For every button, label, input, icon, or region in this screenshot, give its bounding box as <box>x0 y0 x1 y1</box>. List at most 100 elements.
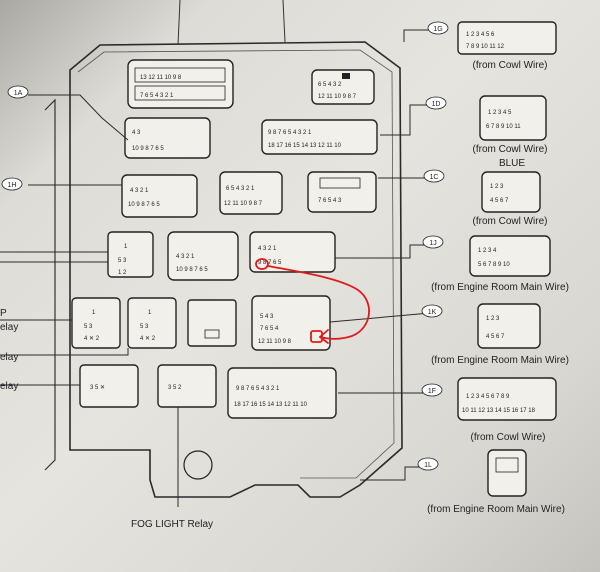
svg-text:1L: 1L <box>424 462 432 469</box>
svg-text:9 8 7 6 5: 9 8 7 6 5 <box>258 260 282 266</box>
svg-text:18 17 16 15 14 13 12 11 10: 18 17 16 15 14 13 12 11 10 <box>268 143 342 149</box>
caption-1l: (from Engine Room Main Wire) <box>427 504 565 515</box>
svg-text:5 3: 5 3 <box>140 324 149 330</box>
connector-center-row3: 6 5 4 3 2 1 12 11 10 9 8 7 <box>219 171 283 215</box>
svg-text:10 9 8 7 6 5: 10 9 8 7 6 5 <box>128 202 160 208</box>
svg-text:1D: 1D <box>432 101 441 108</box>
svg-text:1F: 1F <box>428 388 436 395</box>
svg-text:10 9 8 7 6 5: 10 9 8 7 6 5 <box>132 146 164 152</box>
svg-text:5 3: 5 3 <box>118 258 127 264</box>
badge-1c: 1C <box>423 169 445 183</box>
svg-text:9 8 7 6 5 4 3 2 1: 9 8 7 6 5 4 3 2 1 <box>268 130 312 136</box>
badge-1f: 1F <box>421 383 443 397</box>
svg-text:10 11 12 13 14 15 16 17 18: 10 11 12 13 14 15 16 17 18 <box>462 408 536 414</box>
badge-1h: 1H <box>1 177 23 191</box>
svg-text:7 6 5 4 3: 7 6 5 4 3 <box>318 198 342 204</box>
svg-text:9 8 7 6 5 4 3 2 1: 9 8 7 6 5 4 3 2 1 <box>236 386 280 392</box>
svg-text:3 5 ✕: 3 5 ✕ <box>90 385 105 391</box>
svg-text:1 2 3 4 5 6: 1 2 3 4 5 6 <box>466 32 495 38</box>
svg-text:4 3 2 1: 4 3 2 1 <box>258 246 277 252</box>
connector-1l-plug <box>487 449 527 497</box>
svg-text:12 11 10 9 8 7: 12 11 10 9 8 7 <box>318 94 357 100</box>
relay-socket-left-mid-a: 1 5 3 4 ✕ 2 <box>71 297 121 349</box>
svg-text:1 2 3 4: 1 2 3 4 <box>478 248 497 254</box>
junction-block-outline <box>69 41 403 498</box>
svg-text:12 11 10 9 8: 12 11 10 9 8 <box>258 339 292 345</box>
badge-1a: 1A <box>7 85 29 99</box>
svg-text:4 3 2 1: 4 3 2 1 <box>176 254 195 260</box>
svg-text:1 2 3 4 5 6 7 8 9: 1 2 3 4 5 6 7 8 9 <box>466 394 510 400</box>
svg-text:1K: 1K <box>428 309 437 316</box>
svg-text:4 ✕ 2: 4 ✕ 2 <box>140 336 156 342</box>
connector-top-left: 13 12 11 10 9 8 7 6 5 4 3 2 1 <box>127 59 234 109</box>
svg-text:1A: 1A <box>14 90 23 97</box>
svg-text:5 6 7 8 9 10: 5 6 7 8 9 10 <box>478 262 510 268</box>
svg-text:1H: 1H <box>8 182 17 189</box>
svg-text:1G: 1G <box>433 26 442 33</box>
connector-1j-socket: 4 3 2 1 9 8 7 6 5 <box>249 231 336 273</box>
badge-1j: 1J <box>422 235 444 249</box>
svg-text:6 5 4 3 2: 6 5 4 3 2 <box>318 82 342 88</box>
junction-block-inner-edge <box>77 49 395 479</box>
connector-1a-socket: 4 3 10 9 8 7 6 5 <box>124 117 211 159</box>
svg-text:1 2 3 4 5: 1 2 3 4 5 <box>488 110 512 116</box>
caption-1g: (from Cowl Wire) <box>473 60 548 71</box>
red-annotation-arrow <box>255 258 370 344</box>
left-edge-line <box>44 98 56 471</box>
fuse-socket-center <box>187 299 237 347</box>
relay-label-p: P <box>0 308 7 319</box>
connector-1f-socket: 9 8 7 6 5 4 3 2 1 18 17 16 15 14 13 12 1… <box>227 367 337 419</box>
badge-1l: 1L <box>417 457 439 471</box>
svg-text:1: 1 <box>148 310 152 316</box>
connector-1j-plug: 1 2 3 4 5 6 7 8 9 10 <box>469 235 551 277</box>
svg-text:7 8 9 10 11 12: 7 8 9 10 11 12 <box>466 44 505 50</box>
svg-text:12 11 10 9 8 7: 12 11 10 9 8 7 <box>224 201 263 207</box>
relay-socket-left-top: 1 5 3 1 2 <box>107 231 154 278</box>
relay-socket-left-mid-b: 1 5 3 4 ✕ 2 <box>127 297 177 349</box>
caption-1c: (from Cowl Wire) <box>473 216 548 227</box>
connector-1c-plug: 1 2 3 4 5 6 7 <box>481 171 541 213</box>
svg-text:1C: 1C <box>430 174 439 181</box>
badge-1g: 1G <box>427 21 449 35</box>
svg-text:4 3 2 1: 4 3 2 1 <box>130 188 149 194</box>
relay-label-2: elay <box>0 352 18 363</box>
svg-text:13 12 11 10 9 8: 13 12 11 10 9 8 <box>140 75 182 81</box>
connector-top-right: 6 5 4 3 2 12 11 10 9 8 7 <box>311 69 375 105</box>
relay-label-3: elay <box>0 381 18 392</box>
leader-lines <box>0 29 431 507</box>
svg-text:18 17 16 15 14 13 12 11 10: 18 17 16 15 14 13 12 11 10 <box>234 402 308 408</box>
svg-text:7 6 5 4 3 2 1: 7 6 5 4 3 2 1 <box>140 93 174 99</box>
svg-text:10 9 8 7 6 5: 10 9 8 7 6 5 <box>176 267 208 273</box>
badge-1d: 1D <box>425 96 447 110</box>
svg-text:5 4 3: 5 4 3 <box>260 314 274 320</box>
svg-text:3 5 2: 3 5 2 <box>168 385 182 391</box>
connector-1d-plug: 1 2 3 4 5 6 7 8 9 10 11 <box>479 95 547 141</box>
svg-text:1 2 3: 1 2 3 <box>486 316 500 322</box>
svg-text:5 3: 5 3 <box>84 324 93 330</box>
relay-socket-bottom-left: 3 5 ✕ <box>79 364 139 408</box>
caption-1d: (from Cowl Wire) <box>473 144 548 155</box>
badge-1k: 1K <box>421 304 443 318</box>
connector-1f-plug: 1 2 3 4 5 6 7 8 9 10 11 12 13 14 15 16 1… <box>457 377 557 421</box>
connector-1c-socket: 7 6 5 4 3 <box>307 171 377 213</box>
caption-1f: (from Cowl Wire) <box>471 432 546 443</box>
svg-text:7 6 5 4: 7 6 5 4 <box>260 326 279 332</box>
svg-text:1: 1 <box>124 244 128 250</box>
mounting-hole <box>183 450 213 480</box>
top-edge-lines <box>177 0 286 46</box>
connector-row4-center: 4 3 2 1 10 9 8 7 6 5 <box>167 231 239 281</box>
svg-text:4 ✕ 2: 4 ✕ 2 <box>84 336 100 342</box>
svg-text:6 7 8 9 10 11: 6 7 8 9 10 11 <box>486 124 521 130</box>
svg-text:4 5 6 7: 4 5 6 7 <box>486 334 505 340</box>
relay-socket-fog-light: 3 5 2 <box>157 364 217 408</box>
svg-text:1: 1 <box>92 310 96 316</box>
fog-light-relay-label: FOG LIGHT Relay <box>131 519 213 530</box>
caption-blue: BLUE <box>499 158 525 169</box>
relay-label-1: elay <box>0 322 18 333</box>
svg-text:6 5 4 3 2 1: 6 5 4 3 2 1 <box>226 186 255 192</box>
connector-1k-plug: 1 2 3 4 5 6 7 <box>477 303 541 349</box>
caption-1k: (from Engine Room Main Wire) <box>431 355 569 366</box>
caption-1j: (from Engine Room Main Wire) <box>431 282 569 293</box>
